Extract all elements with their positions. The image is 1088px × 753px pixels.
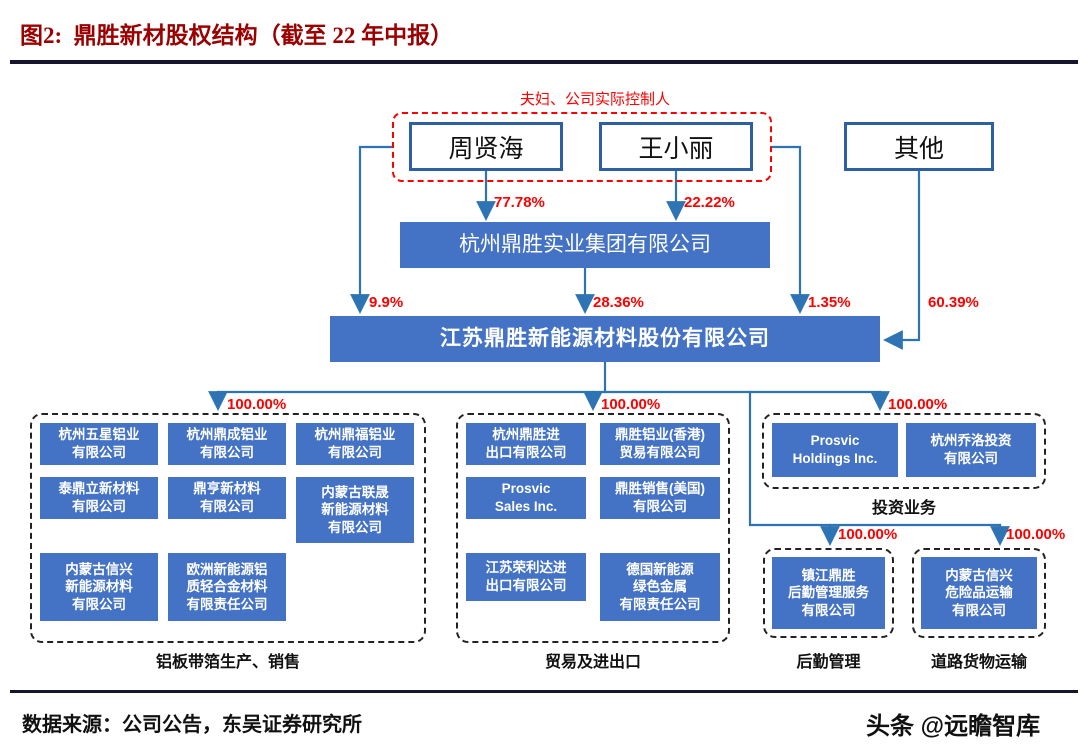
line-wang-to-main bbox=[770, 145, 810, 314]
main-company-box: 江苏鼎胜新能源材料股份有限公司 bbox=[330, 316, 880, 362]
company-box: 鼎胜铝业(香港) 贸易有限公司 bbox=[600, 423, 720, 465]
pct-other-to-main: 60.39% bbox=[928, 294, 979, 311]
company-box: 鼎胜销售(美国) 有限公司 bbox=[600, 477, 720, 519]
pct-main-to-trade: 100.00% bbox=[601, 396, 661, 413]
pct-parent-to-main: 28.36% bbox=[593, 294, 644, 311]
company-box: 德国新能源 绿色金属 有限责任公司 bbox=[600, 553, 720, 621]
company-box: Prosvic Holdings Inc. bbox=[772, 423, 898, 477]
company-box: 杭州鼎胜进 出口有限公司 bbox=[466, 423, 586, 465]
company-box: 鼎亨新材料 有限公司 bbox=[168, 477, 286, 519]
line-other-to-main bbox=[883, 169, 921, 350]
logistics-group-label: 后勤管理 bbox=[796, 654, 861, 671]
production-group-label: 铝板带箔生产、销售 bbox=[155, 654, 300, 671]
controllers-dashed-frame bbox=[392, 112, 772, 182]
company-box: 杭州乔洛投资 有限公司 bbox=[906, 423, 1036, 477]
pct-main-to-logistics: 100.00% bbox=[838, 526, 898, 543]
pct-main-to-transport: 100.00% bbox=[1006, 526, 1066, 543]
company-box: 杭州鼎成铝业 有限公司 bbox=[168, 423, 286, 465]
line-zhou-to-main bbox=[350, 145, 394, 314]
pct-zhou-to-main: 9.9% bbox=[369, 294, 404, 311]
parent-company-box: 杭州鼎胜实业集团有限公司 bbox=[400, 222, 770, 268]
pct-wang-to-parent: 22.22% bbox=[684, 194, 735, 211]
transport-group-frame bbox=[912, 548, 1046, 638]
footer-rule bbox=[10, 690, 1078, 693]
company-box: 镇江鼎胜 后勤管理服务 有限公司 bbox=[772, 557, 885, 629]
pct-main-to-production: 100.00% bbox=[227, 396, 287, 413]
production-group-frame bbox=[30, 413, 426, 643]
company-box: 杭州五星铝业 有限公司 bbox=[40, 423, 158, 465]
transport-group-label: 道路货物运输 bbox=[930, 654, 1027, 671]
company-box: Prosvic Sales Inc. bbox=[466, 477, 586, 519]
investment-group-frame bbox=[762, 413, 1046, 489]
watermark: 头条 @远瞻智库 bbox=[866, 713, 1041, 740]
header-rule bbox=[10, 60, 1078, 64]
data-source: 数据来源：公司公告，东吴证券研究所 bbox=[22, 714, 362, 736]
shareholder-wang-box: 王小丽 bbox=[599, 122, 753, 171]
company-box: 杭州鼎福铝业 有限公司 bbox=[296, 423, 414, 465]
company-box: 内蒙古信兴 新能源材料 有限公司 bbox=[40, 553, 158, 621]
controllers-annotation: 夫妇、公司实际控制人 bbox=[519, 91, 670, 108]
investment-group-label: 投资业务 bbox=[871, 500, 936, 517]
pct-zhou-to-parent: 77.78% bbox=[494, 194, 545, 211]
company-box: 内蒙古信兴 危险品运输 有限公司 bbox=[921, 557, 1037, 629]
trade-group-label: 贸易及进出口 bbox=[544, 654, 641, 671]
company-box: 泰鼎立新材料 有限公司 bbox=[40, 477, 158, 519]
line-lower-branch bbox=[748, 390, 1002, 527]
trade-group-frame bbox=[456, 413, 730, 643]
shareholder-zhou-box: 周贤海 bbox=[409, 122, 563, 171]
company-box: 欧洲新能源铝 质轻合金材料 有限责任公司 bbox=[168, 553, 286, 621]
shareholder-other-box: 其他 bbox=[844, 122, 994, 171]
logistics-group-frame bbox=[763, 548, 894, 638]
company-box: 江苏荣利达进 出口有限公司 bbox=[466, 553, 586, 601]
pct-wang-to-main: 1.35% bbox=[808, 294, 851, 311]
pct-main-to-investment: 100.00% bbox=[888, 396, 948, 413]
figure-title: 图2: 鼎胜新材股权结构（截至 22 年中报） bbox=[20, 23, 454, 48]
company-box: 内蒙古联晟 新能源材料 有限公司 bbox=[296, 477, 414, 543]
